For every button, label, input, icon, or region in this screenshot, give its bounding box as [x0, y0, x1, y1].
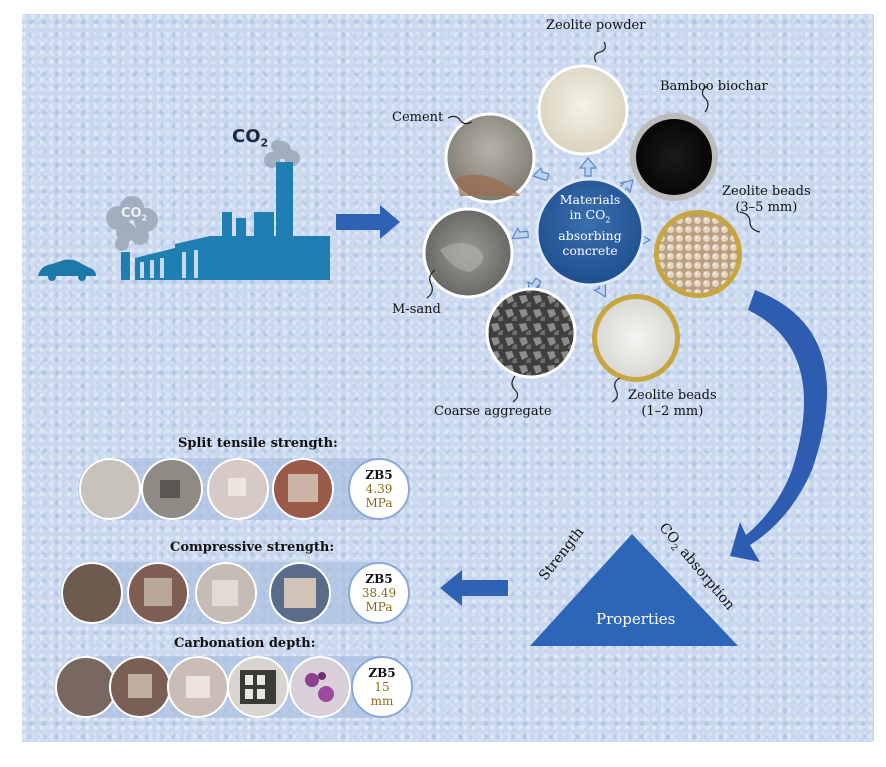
center-line: Materials	[559, 192, 621, 207]
result-value: 38.49	[361, 586, 397, 600]
materials-center-label: Materials in CO2 absorbing concrete	[534, 192, 646, 258]
factory-icon	[121, 162, 330, 280]
label-bamboo-biochar: Bamboo biochar	[660, 79, 768, 94]
label-zeolite-beads-large: Zeolite beads (3–5 mm)	[722, 184, 811, 216]
cement-image	[444, 112, 536, 204]
center-line-subscript: 2	[605, 215, 611, 225]
result-unit: mm	[370, 694, 394, 708]
label-line: (1–2 mm)	[641, 404, 704, 419]
mix-id: ZB5	[365, 572, 393, 586]
small-arrow-icon	[531, 166, 550, 181]
coarse-aggregate-image	[485, 287, 577, 379]
compressive-value: ZB5 38.49 MPa	[349, 572, 409, 614]
zeolite-beads-large-image	[654, 210, 742, 298]
result-value: 4.39	[365, 482, 393, 496]
co2-text: CO	[232, 126, 261, 147]
split-tensile-title: Split tensile strength:	[178, 436, 338, 451]
properties-triangle	[530, 534, 738, 646]
zb5-value-circle	[348, 562, 410, 624]
smoke-icon	[106, 140, 300, 251]
label-line: Zeolite beads	[722, 184, 811, 199]
mix-id: ZB5	[368, 666, 396, 680]
label-line: (3–5 mm)	[735, 200, 798, 215]
m-sand-image	[422, 207, 514, 299]
center-line: in CO2	[534, 207, 646, 228]
label-zeolite-powder: Zeolite powder	[546, 18, 646, 33]
carbonation-value: ZB5 15 mm	[352, 666, 412, 708]
small-arrow-icon	[578, 157, 598, 177]
arrow-left-icon	[440, 570, 508, 606]
car-icon	[38, 259, 96, 281]
result-unit: MPa	[365, 600, 393, 614]
specimen-image	[289, 656, 351, 718]
bamboo-biochar-image	[630, 113, 718, 201]
center-line: concrete	[562, 242, 618, 258]
specimen-image	[55, 656, 117, 718]
label-m-sand: M-sand	[392, 302, 441, 317]
label-cement: Cement	[392, 110, 444, 125]
carbonation-title: Carbonation depth:	[174, 636, 316, 651]
co2-text: CO	[121, 206, 142, 221]
materials-wheel	[422, 41, 761, 403]
properties-title: Properties	[596, 610, 676, 628]
co2-subscript: 2	[141, 213, 148, 223]
factory-illustration	[38, 140, 330, 281]
specimen-image	[79, 458, 141, 520]
split-tensile-value: ZB5 4.39 MPa	[349, 468, 409, 510]
mix-id: ZB5	[365, 468, 393, 482]
compressive-row	[60, 562, 410, 624]
materials-center-circle	[535, 177, 645, 287]
curved-arrow-icon	[730, 290, 828, 562]
label-coarse-aggregate: Coarse aggregate	[434, 404, 552, 419]
arrow-right-icon	[336, 205, 400, 239]
carbonation-row	[55, 656, 413, 718]
split-tensile-row	[78, 458, 410, 520]
co2-label-large: CO2	[232, 126, 268, 150]
specimen-image	[61, 562, 123, 624]
co2-subscript: 2	[260, 136, 269, 150]
small-arrow-icon	[511, 226, 529, 240]
result-value: 15	[374, 680, 390, 694]
center-line-text: in CO	[569, 207, 606, 222]
label-line: Zeolite beads	[628, 388, 717, 403]
compressive-title: Compressive strength:	[170, 540, 335, 555]
center-line: absorbing	[558, 227, 622, 243]
co2-label-small: CO2	[121, 206, 147, 223]
result-unit: MPa	[365, 496, 393, 510]
zeolite-powder-image	[537, 64, 629, 156]
zb5-value-circle	[351, 656, 413, 718]
label-zeolite-beads-small: Zeolite beads (1–2 mm)	[628, 388, 717, 420]
zb5-value-circle	[348, 458, 410, 520]
zeolite-beads-small-image	[592, 294, 680, 382]
